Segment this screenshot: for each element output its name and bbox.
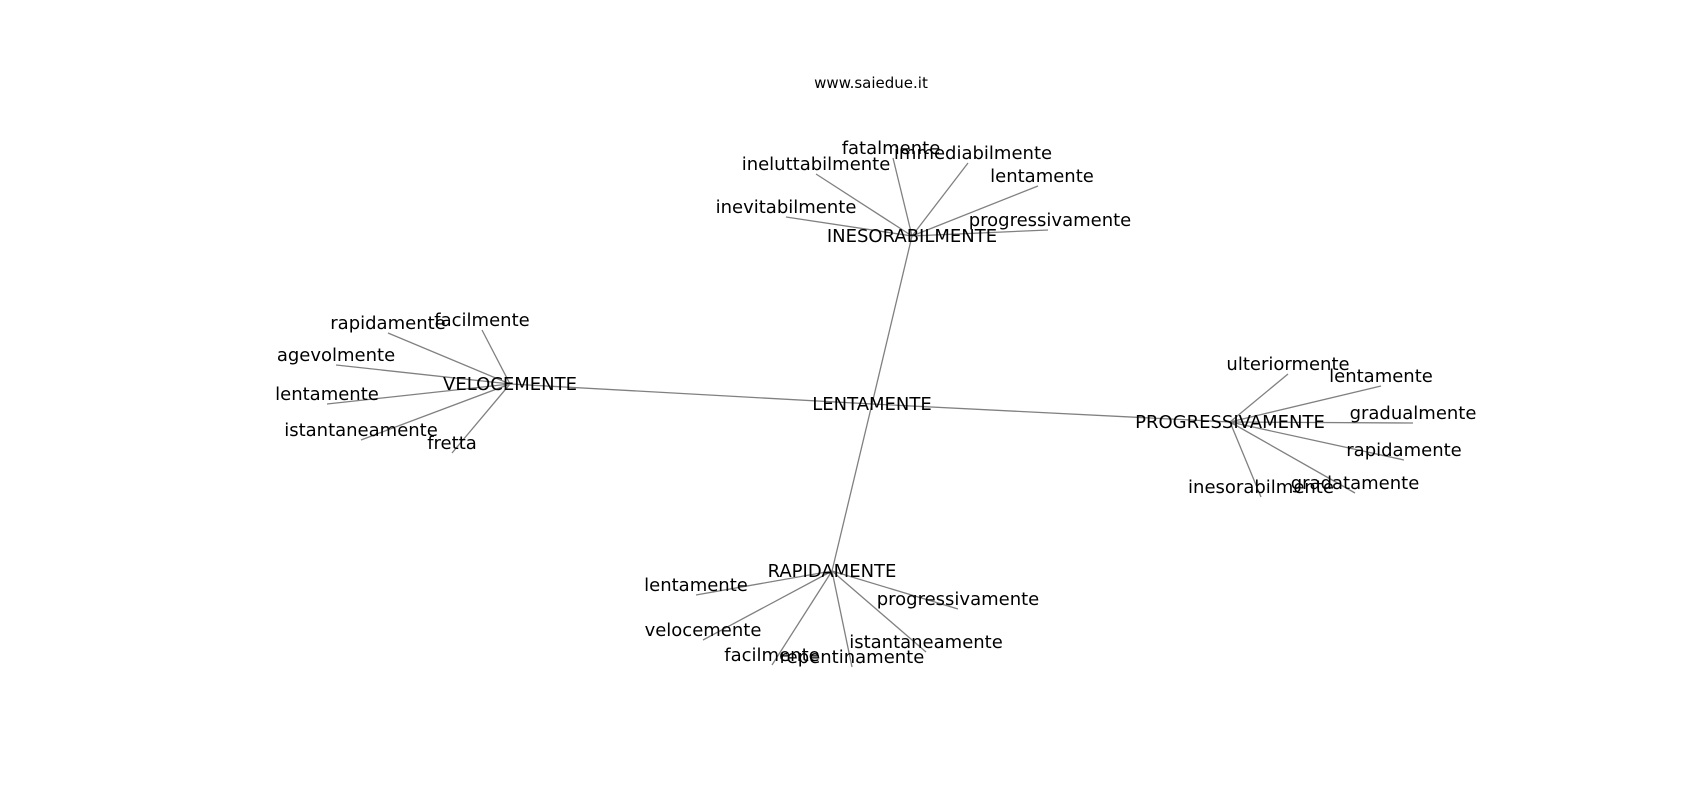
edge-velocemente-leaf-2 <box>335 364 511 385</box>
edge-inesorabilmente-leaf-5 <box>911 229 1049 237</box>
node-hub-velocemente: VELOCEMENTE <box>443 374 577 395</box>
labels-layer: LENTAMENTE INESORABILMENTE fatalmenteimmed… <box>275 138 1476 668</box>
node-leaf-progressivamente-4: inesorabilmente <box>1188 477 1334 498</box>
node-leaf-rapidamente-5: repentinamente <box>780 647 925 668</box>
node-leaf-velocemente-0: rapidamente <box>330 313 445 334</box>
node-leaf-velocemente-4: istantaneamente <box>284 420 438 441</box>
node-leaf-rapidamente-1: progressivamente <box>877 589 1040 610</box>
node-leaf-rapidamente-2: velocemente <box>645 620 762 641</box>
node-hub-progressivamente: PROGRESSIVAMENTE <box>1135 412 1325 433</box>
node-leaf-progressivamente-2: gradualmente <box>1350 403 1477 424</box>
node-leaf-velocemente-3: lentamente <box>275 384 379 405</box>
node-leaf-progressivamente-1: lentamente <box>1329 366 1433 387</box>
node-leaf-progressivamente-5: gradatamente <box>1291 473 1420 494</box>
node-root: LENTAMENTE <box>812 394 932 415</box>
edge-rapidamente-leaf-3 <box>831 570 927 653</box>
edge-inesorabilmente-leaf-4 <box>785 216 913 237</box>
node-leaf-velocemente-2: agevolmente <box>277 345 395 366</box>
edge-rapidamente-leaf-0 <box>695 570 833 596</box>
node-leaf-rapidamente-0: lentamente <box>644 575 748 596</box>
node-leaf-inesorabilmente-2: ineluttabilmente <box>742 154 891 175</box>
node-hub-inesorabilmente: INESORABILMENTE <box>827 226 997 247</box>
edge-velocemente-leaf-5 <box>451 383 511 454</box>
node-leaf-inesorabilmente-5: progressivamente <box>969 210 1132 231</box>
node-hub-rapidamente: RAPIDAMENTE <box>768 561 897 582</box>
node-leaf-progressivamente-3: rapidamente <box>1346 440 1461 461</box>
edge-velocemente-leaf-3 <box>326 383 511 405</box>
edge-rapidamente-leaf-5 <box>831 570 853 668</box>
node-leaf-velocemente-1: facilmente <box>434 310 529 331</box>
node-leaf-inesorabilmente-3: lentamente <box>990 166 1094 187</box>
node-leaf-inesorabilmente-0: fatalmente <box>842 138 941 159</box>
edge-inesorabilmente-leaf-1 <box>911 162 969 237</box>
edge-velocemente-leaf-1 <box>481 329 511 385</box>
edge-progressivamente-leaf-4 <box>1229 421 1262 498</box>
node-leaf-inesorabilmente-4: inevitabilmente <box>716 197 857 218</box>
edge-rapidamente-leaf-2 <box>702 570 833 641</box>
edge-progressivamente-leaf-2 <box>1229 421 1414 424</box>
edge-inesorabilmente-leaf-2 <box>815 173 913 237</box>
site-title: www.saiedue.it <box>814 74 928 92</box>
node-leaf-inesorabilmente-1: immediabilmente <box>894 143 1052 164</box>
node-leaf-rapidamente-3: istantaneamente <box>849 632 1003 653</box>
edge-velocemente-leaf-0 <box>387 332 511 385</box>
edge-progressivamente-leaf-3 <box>1229 421 1405 461</box>
edge-root-to-progressivamente <box>871 403 1231 423</box>
edge-inesorabilmente-leaf-0 <box>892 157 913 237</box>
edge-velocemente-leaf-4 <box>360 383 511 441</box>
edges-layer <box>326 157 1414 668</box>
edge-inesorabilmente-leaf-3 <box>911 185 1039 237</box>
edge-rapidamente-leaf-1 <box>831 570 959 610</box>
node-leaf-velocemente-5: fretta <box>427 433 477 454</box>
edge-root-to-velocemente <box>509 383 873 405</box>
node-leaf-rapidamente-4: facilmente <box>724 645 819 666</box>
edge-rapidamente-leaf-4 <box>771 570 833 666</box>
edge-progressivamente-leaf-1 <box>1229 385 1382 423</box>
edge-root-to-rapidamente <box>831 403 873 572</box>
edge-progressivamente-leaf-0 <box>1229 373 1289 423</box>
edge-root-to-inesorabilmente <box>871 235 913 405</box>
edge-progressivamente-leaf-5 <box>1229 421 1356 494</box>
node-leaf-progressivamente-0: ulteriormente <box>1226 354 1349 375</box>
